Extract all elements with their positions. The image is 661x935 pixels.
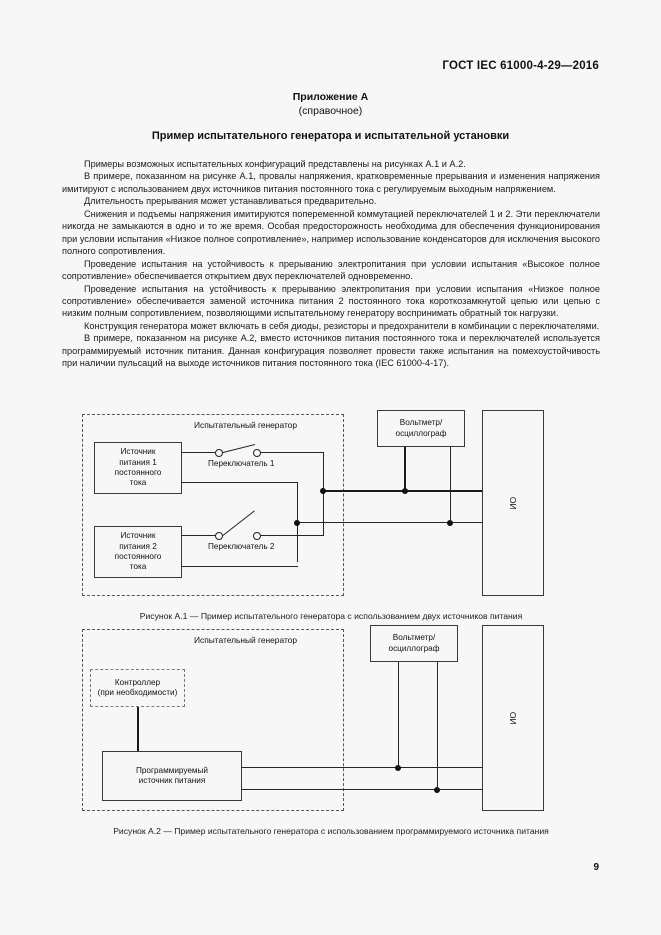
voltmeter-line: Вольтметр/ [392,633,436,643]
wire [398,662,400,768]
wire [437,662,439,790]
wire [261,535,324,537]
junction-node [434,787,440,793]
eut-label: ИО [507,496,518,510]
output-bus-negative [297,522,490,524]
programmable-psu-line: источник питания [138,776,206,785]
junction-node [447,520,453,526]
wire [450,447,452,523]
wire [323,490,325,536]
paragraph: Снижения и подъемы напряжения имитируютс… [62,208,600,257]
paragraph: В примере, показанном на рисунке А.2, вм… [62,333,600,369]
page-number: 9 [593,862,599,873]
dc-supply-2-line: тока [129,562,147,572]
annex-title-line: Приложение А [292,91,369,103]
programmable-psu-box: Программируемый источник питания [102,751,242,801]
switch-1-label: Переключатель 1 [208,459,275,468]
controller-line: Контроллер [114,677,161,687]
wire [261,452,324,454]
paragraph: Примеры возможных испытательных конфигур… [84,159,466,169]
controller-box: Контроллер (при необходимости) [90,669,185,707]
switch-2-label: Переключатель 2 [208,542,275,551]
voltmeter-line: осциллограф [388,643,440,653]
voltmeter-oscilloscope-box: Вольтметр/ осциллограф [370,625,458,662]
figure-a2-diagram: Испытательный генератор Контроллер (при … [62,625,600,817]
junction-node [402,488,408,494]
junction-node [320,488,326,494]
dc-supply-2-line: постоянного [114,552,162,561]
paragraph: Проведение испытания на устойчивость к п… [62,258,600,282]
section-title: Пример испытательного генератора и испыт… [151,130,510,142]
annex-heading: Приложение А (справочное) [0,90,661,118]
controller-line: (при необходимости) [97,688,178,697]
dc-supply-1-line: питания 1 [119,457,157,467]
figure-a1-diagram: Испытательный генератор Источник питания… [62,410,600,602]
dc-supply-2-box: Источник питания 2 постоянного тока [94,526,182,578]
test-generator-label: Испытательный генератор [194,635,297,645]
body-text-block: Примеры возможных испытательных конфигур… [62,158,600,370]
dc-supply-2-line: Источник [120,531,156,541]
figure-a2: Испытательный генератор Контроллер (при … [62,625,600,836]
programmable-psu-line: Программируемый [135,765,209,775]
wire [404,447,406,491]
figure-a2-caption: Рисунок А.2 — Пример испытательного гене… [113,826,549,836]
dc-supply-1-line: тока [129,478,147,488]
dc-supply-2-line: питания 2 [119,541,157,551]
test-generator-label: Испытательный генератор [194,420,297,430]
eut-label: ИО [507,711,518,725]
paragraph: Длительность прерывания может устанавлив… [84,196,377,207]
paragraph: В примере, показанном на рисунке А.1, пр… [62,171,600,194]
eut-box: ИО [482,410,544,596]
junction-node [294,520,300,526]
switch-2-terminal-left [215,531,223,540]
dc-supply-1-line: Источник [120,447,156,457]
switch-2-terminal-right [253,531,261,540]
wire [182,566,298,568]
voltmeter-line: осциллограф [395,428,447,438]
test-generator-frame [82,414,344,596]
output-bus-positive [242,767,490,769]
voltmeter-oscilloscope-box: Вольтметр/ осциллограф [377,410,465,447]
figure-a1: Испытательный генератор Источник питания… [62,410,600,621]
dc-supply-1-box: Источник питания 1 постоянного тока [94,442,182,494]
voltmeter-line: Вольтметр/ [399,418,443,428]
eut-box: ИО [482,625,544,811]
switch-1-terminal-right [253,448,261,457]
annex-subtitle-line: (справочное) [298,105,363,117]
wire [182,535,216,537]
wire [182,482,298,484]
test-generator-frame [82,629,344,811]
switch-1-terminal-left [215,448,223,457]
output-bus-negative [242,789,490,791]
paragraph: Конструкция генератора может включать в … [84,320,600,331]
wire [182,452,216,454]
dc-supply-1-line: постоянного [114,468,162,477]
junction-node [395,765,401,771]
wire [137,707,139,751]
paragraph: Проведение испытания на устойчивость к п… [62,283,600,319]
standard-reference-header: ГОСТ IEC 61000-4-29—2016 [442,60,599,72]
figure-a1-caption: Рисунок А.1 — Пример испытательного гене… [139,611,523,621]
